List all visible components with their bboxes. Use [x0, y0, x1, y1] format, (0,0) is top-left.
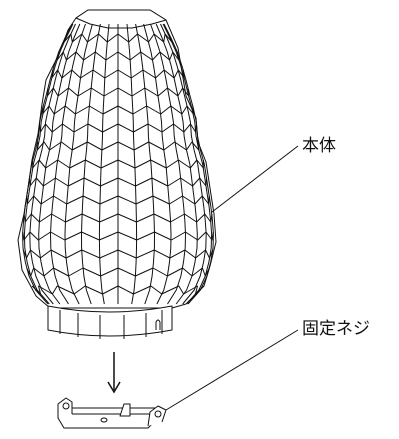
down-arrow-icon	[107, 352, 121, 394]
facet-column-line	[98, 23, 110, 305]
fixing-screw-label: 固定ネジ	[302, 319, 370, 339]
base-ring-segments	[59, 310, 163, 339]
facet-column-line	[143, 23, 172, 305]
lamp-body-drawing	[17, 9, 217, 339]
facet-chevron-line	[63, 33, 173, 43]
facet-column-line	[81, 23, 101, 305]
facet-chevron-line	[22, 231, 214, 241]
facet-chevron-line	[22, 249, 214, 259]
facet-chevron-line	[39, 123, 197, 133]
body-leader-line	[211, 145, 299, 213]
body-label: 本体	[302, 136, 336, 156]
facet-chevron-line	[26, 267, 210, 277]
facet-chevron-line	[42, 105, 194, 115]
facet-chevron-line	[51, 69, 185, 79]
facet-chevrons	[22, 33, 214, 295]
facet-chevron-line	[32, 159, 204, 169]
facet-chevron-line	[56, 51, 180, 61]
facet-column-line	[126, 23, 138, 305]
facet-chevron-line	[31, 285, 205, 295]
facet-chevron-line	[29, 177, 207, 187]
screw-leader-line	[165, 329, 299, 411]
facet-column-line	[64, 23, 93, 305]
facet-column-line	[135, 23, 155, 305]
top-rim	[75, 9, 167, 29]
facet-chevron-line	[36, 141, 200, 151]
base-ring	[47, 305, 173, 337]
base-notch	[155, 319, 161, 330]
mounting-bracket	[57, 397, 167, 429]
facet-chevron-line	[26, 195, 210, 205]
facet-chevron-line	[23, 213, 213, 223]
facet-chevron-line	[46, 87, 190, 97]
